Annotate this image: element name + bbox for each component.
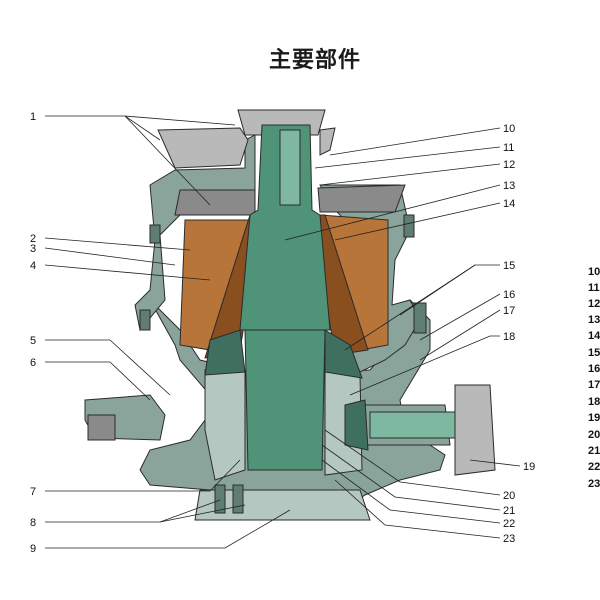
label-6: 6 [30,357,36,369]
shaft-lower [244,329,326,471]
shaft-core [279,129,301,206]
main-shaft [239,124,331,331]
bolt-right-top [403,214,415,238]
edge-label-10: 10 [588,266,600,278]
right-labels: 10 11 12 13 14 15 16 17 18 19 20 21 22 2… [503,123,535,545]
edge-label-21: 21 [588,445,600,457]
distribution-plate-right [317,184,406,213]
socket-liner [204,329,246,376]
socket-liner-right [324,329,363,379]
bolt-left-top [149,224,161,244]
feed-hopper-right [319,127,336,156]
label-13: 13 [503,180,515,192]
label-2: 2 [30,233,36,245]
edge-label-19: 19 [588,412,600,424]
bolt-left-mid [139,309,151,331]
upper-frame [134,134,256,332]
label-22: 22 [503,518,515,530]
pulley [454,384,496,476]
label-19: 19 [523,461,535,473]
feed-hopper [157,127,249,169]
bolt-right-mid [413,302,427,334]
label-5: 5 [30,335,36,347]
bolt-bottom-left [214,484,226,514]
edge-label-13: 13 [588,314,600,326]
edge-label-16: 16 [588,363,600,375]
edge-label-12: 12 [588,298,600,310]
left-labels: 1 2 3 4 5 6 7 8 9 [30,111,36,555]
spring-assembly [87,414,116,441]
diagram-title: 主要部件 [268,48,361,73]
label-17: 17 [503,305,515,317]
edge-label-15: 15 [588,347,600,359]
edge-label-17: 17 [588,379,600,391]
label-9: 9 [30,543,36,555]
edge-label-22: 22 [588,461,600,473]
edge-label-23: 23 [588,478,600,490]
label-10: 10 [503,123,515,135]
label-15: 15 [503,260,515,272]
leader-lines-right [284,127,521,539]
distribution-plate [174,189,256,216]
label-1: 1 [30,111,36,123]
leader-lines-left [44,115,291,549]
edge-label-11: 11 [588,282,600,294]
label-4: 4 [30,260,36,272]
label-3: 3 [30,243,36,255]
label-14: 14 [503,198,515,210]
bolt-bottom-right [232,484,244,514]
edge-label-18: 18 [588,396,600,408]
edge-labels: 10 11 12 13 14 15 16 17 18 19 20 21 22 2… [588,266,600,490]
label-12: 12 [503,159,515,171]
label-23: 23 [503,533,515,545]
label-18: 18 [503,331,515,343]
edge-label-14: 14 [588,330,600,342]
pinion-gear [344,399,369,451]
label-11: 11 [503,142,514,154]
label-7: 7 [30,486,36,498]
label-16: 16 [503,289,515,301]
label-20: 20 [503,490,515,502]
edge-label-20: 20 [588,429,600,441]
label-8: 8 [30,517,36,529]
label-21: 21 [503,505,515,517]
